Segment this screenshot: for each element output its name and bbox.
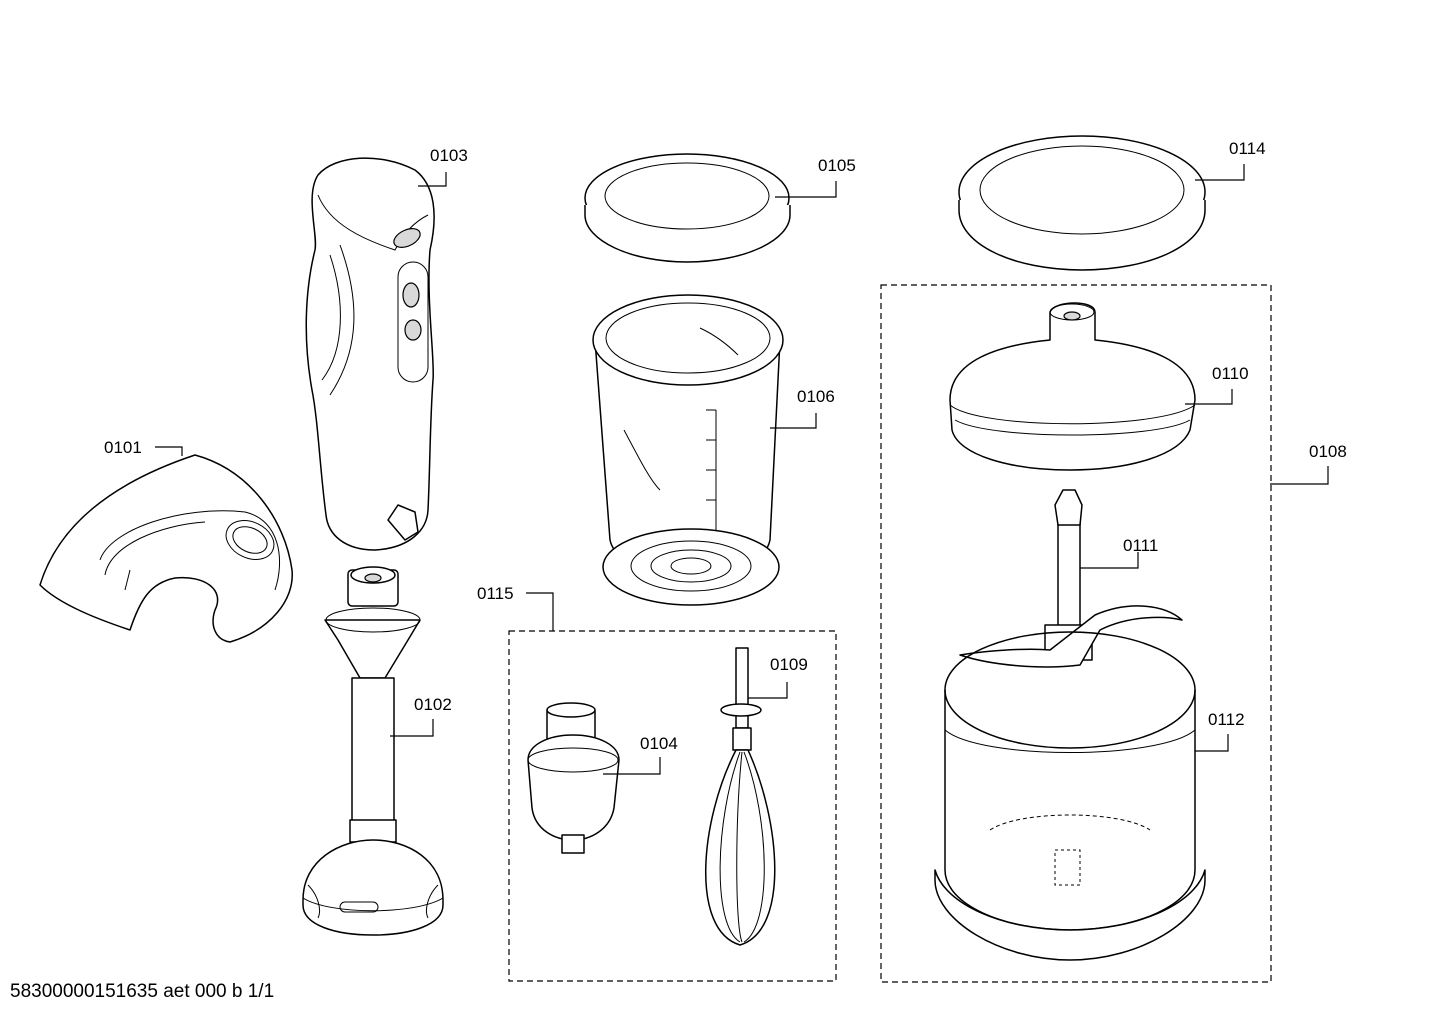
part-0112-bowl[interactable] <box>934 631 1206 961</box>
label-0114: 0114 <box>1229 139 1266 158</box>
document-id-footer: 58300000151635 aet 000 b 1/1 <box>10 981 275 1002</box>
part-0104-gearbox[interactable] <box>527 702 620 854</box>
part-labels: 0101 0102 0103 0104 0105 0106 0108 0109 … <box>104 139 1347 753</box>
part-0101-cover[interactable] <box>39 454 293 643</box>
part-0102-blender-shaft[interactable] <box>302 566 444 936</box>
label-0101: 0101 <box>104 438 142 457</box>
label-0105: 0105 <box>818 156 856 175</box>
label-0102: 0102 <box>414 695 452 714</box>
label-0115: 0115 <box>477 584 514 603</box>
label-0109: 0109 <box>770 655 808 674</box>
label-0103: 0103 <box>430 146 468 165</box>
part-0114-lid[interactable] <box>958 135 1206 271</box>
part-0111-blade[interactable] <box>959 489 1183 668</box>
label-0110: 0110 <box>1212 364 1249 383</box>
label-0112: 0112 <box>1208 710 1245 729</box>
label-0106: 0106 <box>797 387 835 406</box>
part-0110-chopper-lid[interactable] <box>949 302 1196 471</box>
group-0115-box <box>508 630 837 982</box>
leader-lines <box>155 164 1329 775</box>
label-0104: 0104 <box>640 734 678 753</box>
label-0108: 0108 <box>1309 442 1347 461</box>
label-0111: 0111 <box>1123 536 1158 555</box>
group-0108-box <box>880 284 1272 983</box>
part-0103-handle[interactable] <box>305 157 435 551</box>
part-0105-lid[interactable] <box>584 153 791 263</box>
part-0106-beaker[interactable] <box>592 294 784 606</box>
part-0109-whisk[interactable] <box>705 647 776 946</box>
